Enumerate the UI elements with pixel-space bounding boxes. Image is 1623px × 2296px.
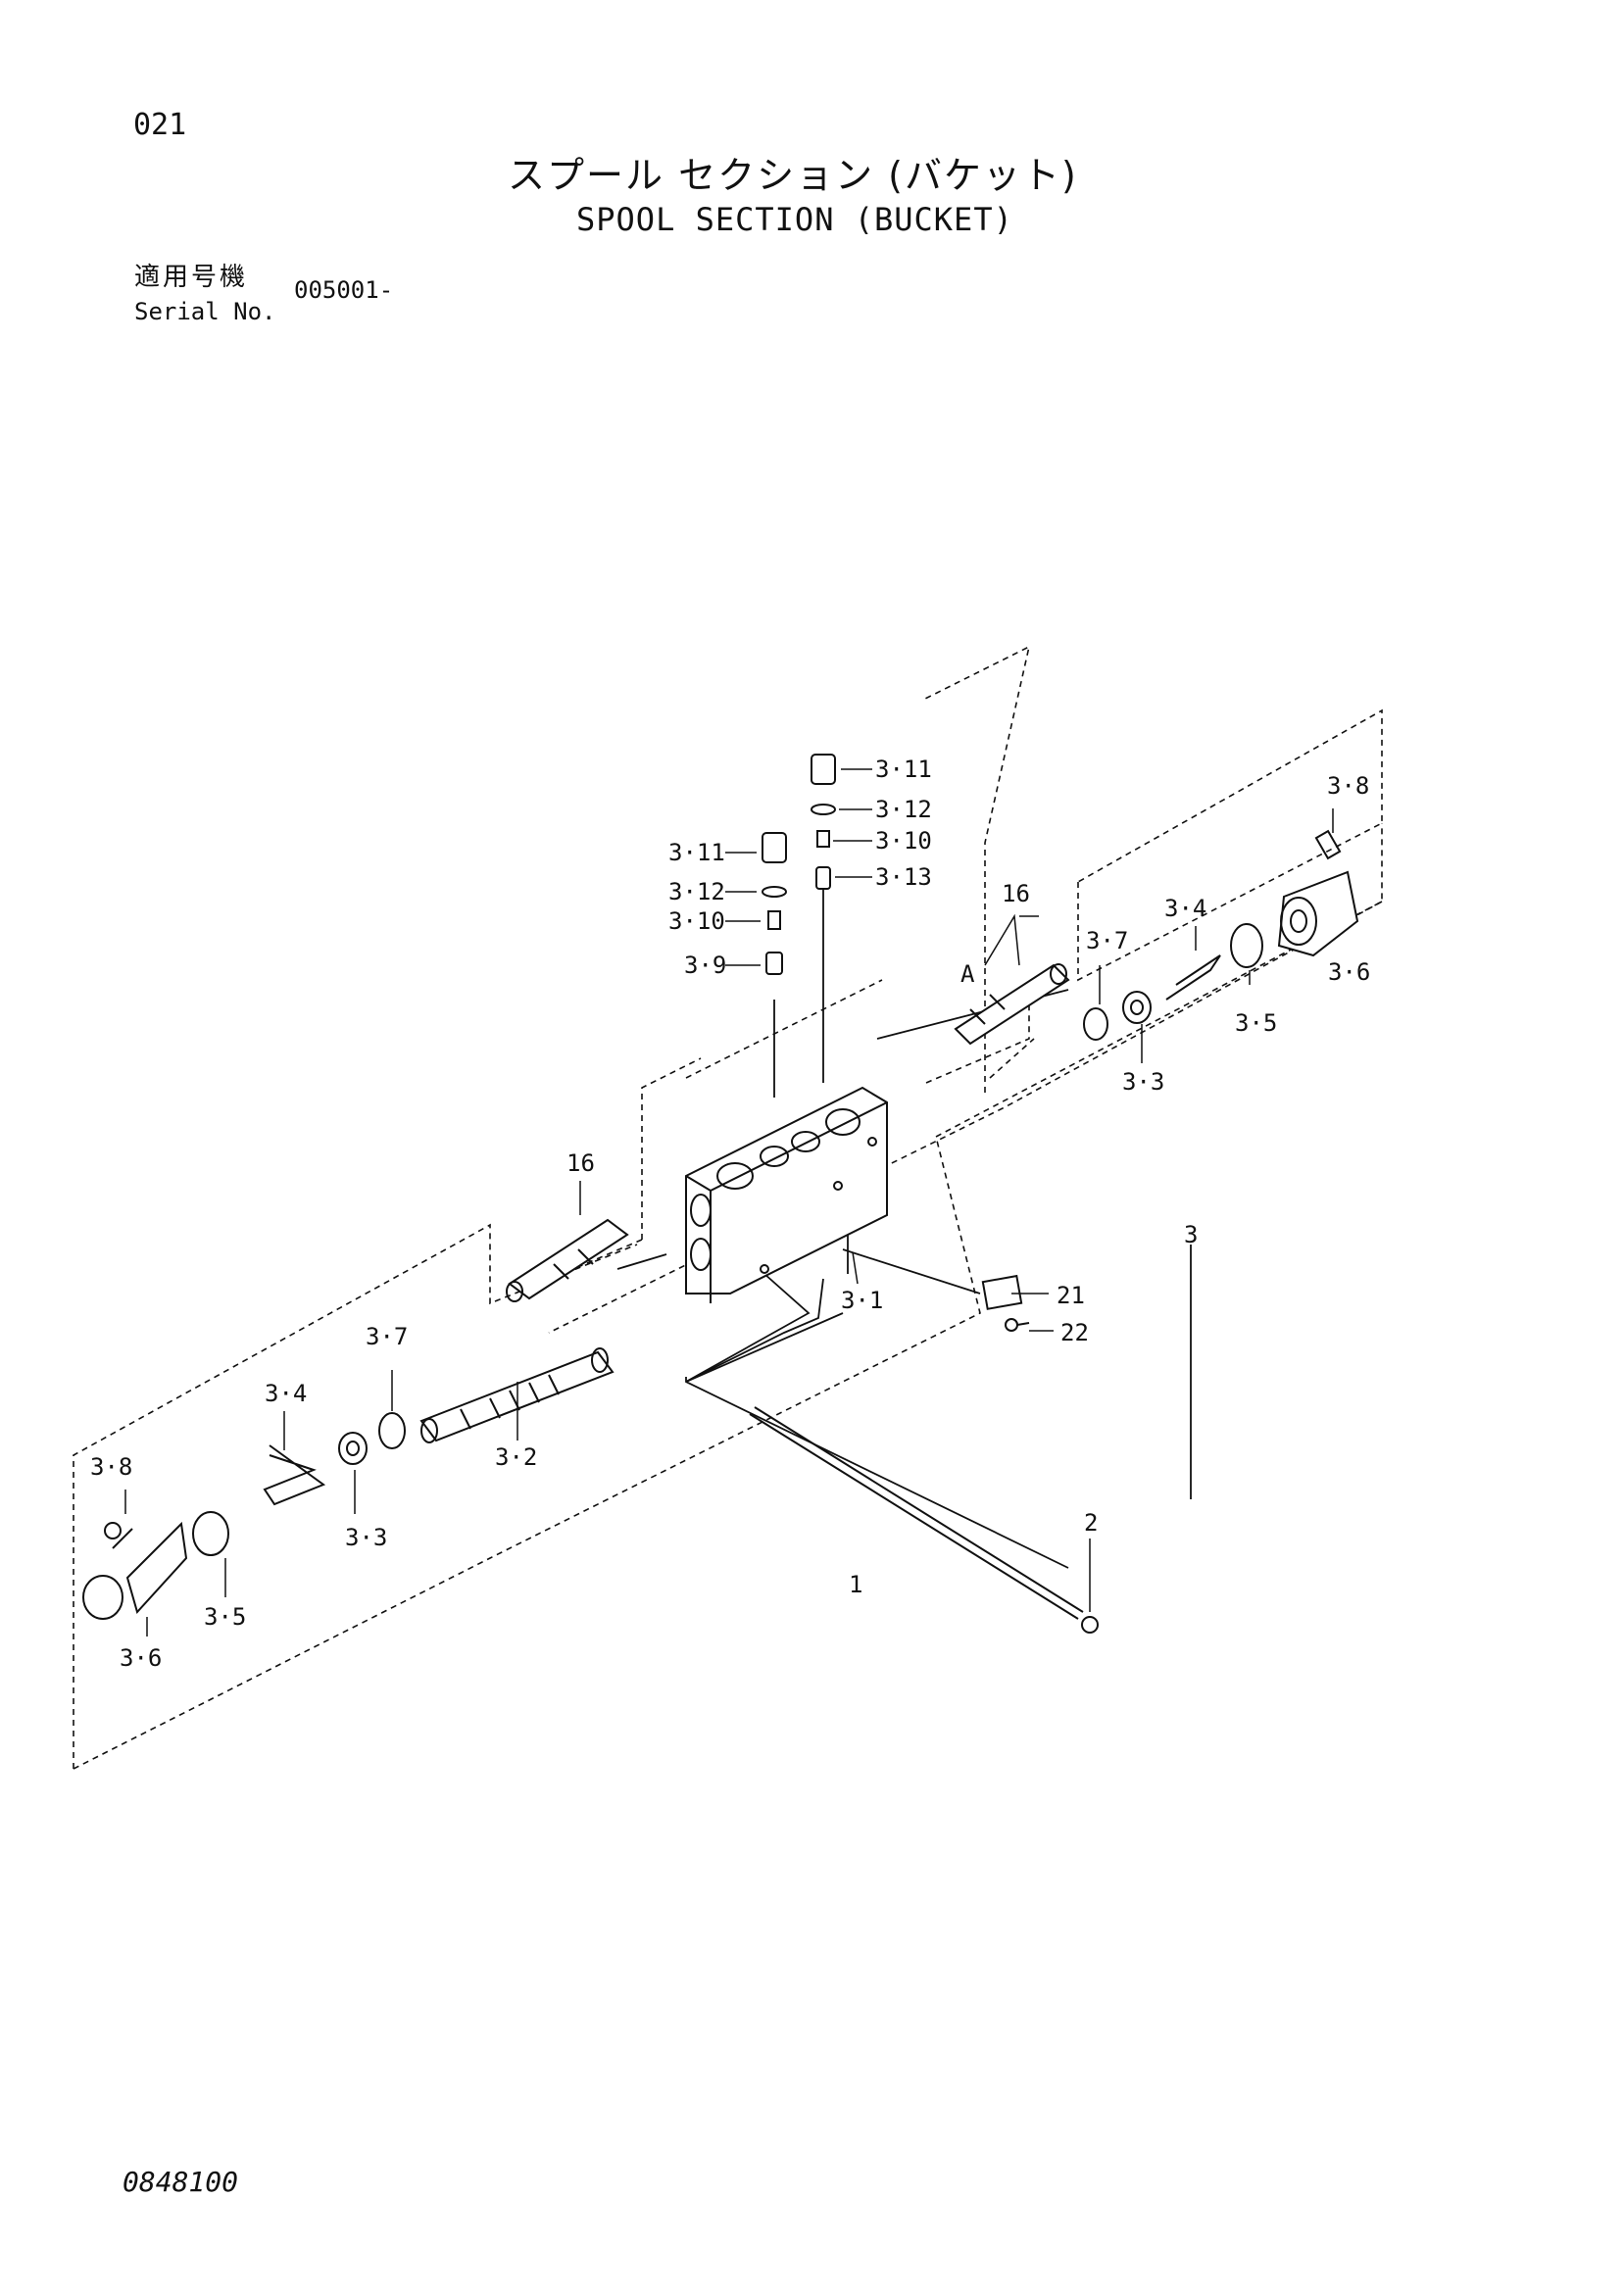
callout-3-5-right: 3·5: [1235, 1009, 1277, 1037]
callout-3-11-upper: 3·11: [875, 756, 932, 783]
callout-3-10-upper: 3·10: [875, 827, 932, 855]
callout-21: 21: [1057, 1282, 1085, 1309]
callout-16-upper: 16: [1002, 880, 1030, 907]
callout-3-13: 3·13: [875, 863, 932, 891]
callout-16-lower: 16: [566, 1149, 595, 1177]
callout-3-8-left: 3·8: [90, 1453, 132, 1481]
callout-labels: 3·11 3·12 3·10 3·13 3·11 3·12 3·10 3·9 1…: [90, 756, 1370, 1672]
callout-3-8-right: 3·8: [1327, 772, 1369, 800]
serial-label-japanese: 適用号機: [134, 263, 249, 292]
callout-3-3-left: 3·3: [345, 1524, 387, 1551]
callout-ticks: [124, 768, 1334, 1637]
valve-housing: [685, 1086, 888, 1303]
tie-bolt: [749, 1406, 1099, 1634]
relief-valve-left: [506, 1218, 629, 1302]
callout-3-4-left: 3·4: [265, 1380, 307, 1407]
callout-3-6-right: 3·6: [1328, 958, 1370, 986]
callout-3-1: 3·1: [841, 1287, 883, 1314]
drawing-number: 0848100: [123, 2166, 239, 2198]
callout-3: 3: [1184, 1221, 1198, 1248]
page-number: 021: [133, 108, 187, 142]
callout-3-9: 3·9: [684, 952, 726, 979]
callout-3-12-upper: 3·12: [875, 796, 932, 823]
callout-3-12-lower: 3·12: [668, 878, 725, 905]
callout-3-4-right: 3·4: [1164, 895, 1206, 922]
callout-1: 1: [849, 1571, 862, 1598]
callout-3-5-left: 3·5: [204, 1603, 246, 1631]
page-title-japanese: スプール セクション (バケット): [508, 154, 1078, 197]
left-side-components: [82, 1412, 406, 1620]
callout-2: 2: [1084, 1509, 1098, 1537]
relief-valve-right: [954, 963, 1070, 1046]
right-side-components: [1083, 829, 1359, 1041]
callout-3-6-left: 3·6: [120, 1644, 162, 1672]
callout-A: A: [960, 960, 975, 988]
callout-3-2: 3·2: [495, 1443, 537, 1471]
callout-3-10-lower: 3·10: [668, 907, 725, 935]
page-title-english: SPOOL SECTION (BUCKET): [576, 201, 1013, 238]
callout-3-3-right: 3·3: [1122, 1068, 1164, 1096]
callout-3-7-right: 3·7: [1086, 927, 1128, 954]
callout-3-11-lower: 3·11: [668, 839, 725, 866]
serial-number-value: 005001-: [294, 276, 394, 304]
plate-and-screw: [981, 1274, 1030, 1332]
callout-22: 22: [1060, 1319, 1089, 1346]
callout-3-7-left: 3·7: [366, 1323, 408, 1350]
serial-label-english: Serial No.: [134, 298, 276, 325]
upper-plug-parts: [762, 754, 836, 975]
